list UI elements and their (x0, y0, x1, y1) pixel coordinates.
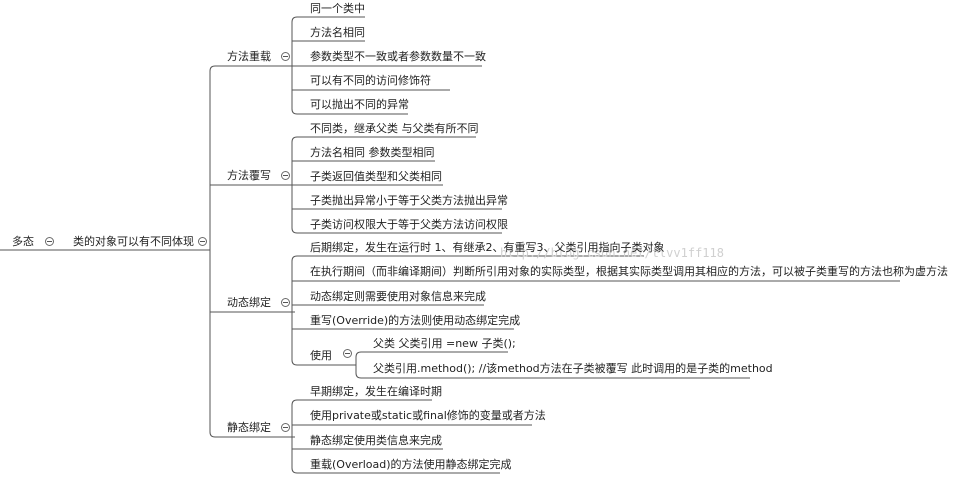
overload-item: 同一个类中 (310, 2, 365, 15)
override-item: 方法名相同 参数类型相同 (310, 146, 435, 159)
branch-override-label: 方法覆写 (227, 169, 271, 182)
override-item: 不同类，继承父类 与父类有所不同 (310, 122, 479, 135)
static-binding-items-child-3 (291, 467, 500, 474)
overload-item: 可以抛出不同的异常 (310, 98, 409, 111)
static-binding-item: 使用private或static或final修饰的变量或者方法 (310, 409, 546, 422)
branch-dynamic-binding-label: 动态绑定 (227, 296, 271, 309)
usage-items-child-1 (355, 372, 750, 379)
root-child-label: 类的对象可以有不同体现 (73, 235, 194, 248)
override-items-child-0 (291, 136, 476, 143)
dynamic-binding-item: 在执行期间（而非编译期间）判断所引用对象的实际类型，根据其实际类型调用其相应的方… (310, 265, 948, 278)
overload-item: 可以有不同的访问修饰符 (310, 74, 431, 87)
branch-override-collapse-icon[interactable] (281, 171, 290, 180)
static-binding-item: 重载(Overload)的方法使用静态绑定完成 (310, 458, 512, 471)
branch-dynamic-binding-collapse-icon[interactable] (281, 298, 290, 307)
usage-item: 父类引用.method(); //该method方法在子类被覆写 此时调用的是子… (373, 362, 773, 375)
watermark: http://blog.csdn.net/tlvv1ff118 (500, 246, 724, 260)
usage-item: 父类 父类引用 =new 子类(); (373, 337, 516, 350)
overload-items-child-0 (291, 16, 365, 23)
overload-items-child-4 (291, 108, 408, 115)
usage-collapse-icon[interactable] (343, 349, 352, 358)
dynamic-binding-item: 重写(Override)的方法则使用动态绑定完成 (310, 314, 521, 327)
usage-label: 使用 (310, 349, 332, 362)
branch-overload-collapse-icon[interactable] (281, 52, 290, 61)
branch-overload-label: 方法重载 (227, 50, 271, 63)
override-items-child-4 (291, 227, 502, 234)
dynamic-binding-items-child-4 (291, 359, 355, 366)
static-binding-items-child-0 (291, 399, 432, 406)
dynamic-binding-item: 后期绑定，发生在运行时 1、有继承2、有重写3、父类引用指向子类对象 (310, 241, 665, 254)
override-item: 子类访问权限大于等于父类方法访问权限 (310, 218, 508, 231)
root-node-label: 多态 (12, 235, 34, 248)
root-child-collapse-icon[interactable] (198, 237, 207, 246)
static-binding-item: 静态绑定使用类信息来完成 (310, 434, 442, 447)
override-item: 子类抛出异常小于等于父类方法抛出异常 (310, 194, 508, 207)
usage-items-child-0 (355, 351, 508, 358)
override-item: 子类返回值类型和父类相同 (310, 170, 442, 183)
root-branches-child-0 (209, 65, 295, 72)
dynamic-binding-items-child-0 (291, 255, 644, 262)
overload-item: 参数类型不一致或者参数数量不一致 (310, 50, 486, 63)
branch-static-binding-collapse-icon[interactable] (281, 423, 290, 432)
overload-item: 方法名相同 (310, 26, 365, 39)
dynamic-binding-item: 动态绑定则需要使用对象信息来完成 (310, 290, 486, 303)
static-binding-item: 早期绑定，发生在编译时期 (310, 385, 442, 398)
branch-static-binding-label: 静态绑定 (227, 421, 271, 434)
root-collapse-icon[interactable] (45, 237, 54, 246)
root-branches-child-3 (209, 431, 295, 438)
